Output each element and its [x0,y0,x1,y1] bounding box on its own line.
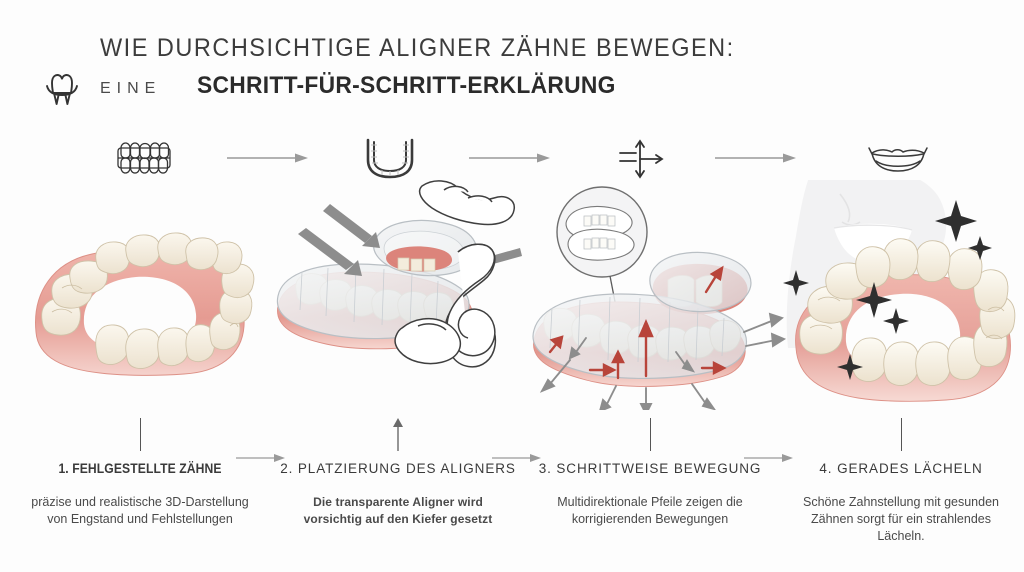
panel-misaligned-arch [8,180,276,410]
icon-strip-arrow-3 [706,132,806,184]
step-2-connector-arrow-up [391,418,405,451]
step-3-description: Multidirektionale Pfeile zeigen die korr… [557,495,743,526]
tooth-icon [38,70,86,114]
step-2-description: Die transparente Aligner wird vorsichtig… [303,495,493,526]
page-title: WIE DURCHSICHTIGE ALIGNER ZÄHNE BEWEGEN: [100,34,735,62]
step-1-description: präzise und realistische 3D-Darstellung … [31,495,249,526]
icon-strip-arrow-1 [218,132,318,184]
step-4-description: Schöne Zahnstellung mit gesunden Zähnen … [803,495,999,543]
header: WIE DURCHSICHTIGE ALIGNER ZÄHNE BEWEGEN:… [0,28,1024,108]
panel-straight-smile [778,165,1024,410]
teeth-front-icon [84,132,204,184]
step-4-connector [900,418,902,451]
steps-row: 1. FEHLGESTELLTE ZÄHNE präzise und reali… [0,418,1024,568]
subtitle-eine: EINE [100,80,162,97]
subtitle-row: EINE SCHRITT-FÜR-SCHRITT-ERKLÄRUNG [100,72,775,100]
step-1-title: 1. FEHLGESTELLTE ZÄHNE [58,461,222,476]
aligner-tray-icon [330,132,450,184]
panel-gradual-movement [530,180,802,417]
icon-strip [0,132,1024,184]
panel-aligner-placement [272,180,540,410]
step-4: 4. GERADES LÄCHELN Schöne Zahnstellung m… [778,418,1024,545]
step-2-title: 2. PLATZIERUNG DES ALIGNERS [280,461,516,476]
step-3: 3. SCHRITTWEISE BEWEGUNG Multidirektiona… [524,418,776,528]
step-3-connector [649,418,651,451]
step-1-connector [139,418,141,451]
step-1: 1. FEHLGESTELLTE ZÄHNE präzise und reali… [10,418,270,528]
step-arrow-1-2 [236,452,286,464]
title-block: WIE DURCHSICHTIGE ALIGNER ZÄHNE BEWEGEN:… [100,34,775,100]
multi-direction-arrows-icon [580,132,700,184]
step-2: 2. PLATZIERUNG DES ALIGNERS Die transpar… [272,418,524,528]
subtitle-main: SCHRITT-FÜR-SCHRITT-ERKLÄRUNG [197,72,616,99]
illustration-panels [0,165,1024,417]
step-4-title: 4. GERADES LÄCHELN [819,461,983,476]
smiling-mouth-icon [840,132,960,184]
step-3-title: 3. SCHRITTWEISE BEWEGUNG [538,461,762,476]
step-arrow-2-3 [492,452,542,464]
step-arrow-3-4 [744,452,794,464]
icon-strip-arrow-2 [460,132,560,184]
